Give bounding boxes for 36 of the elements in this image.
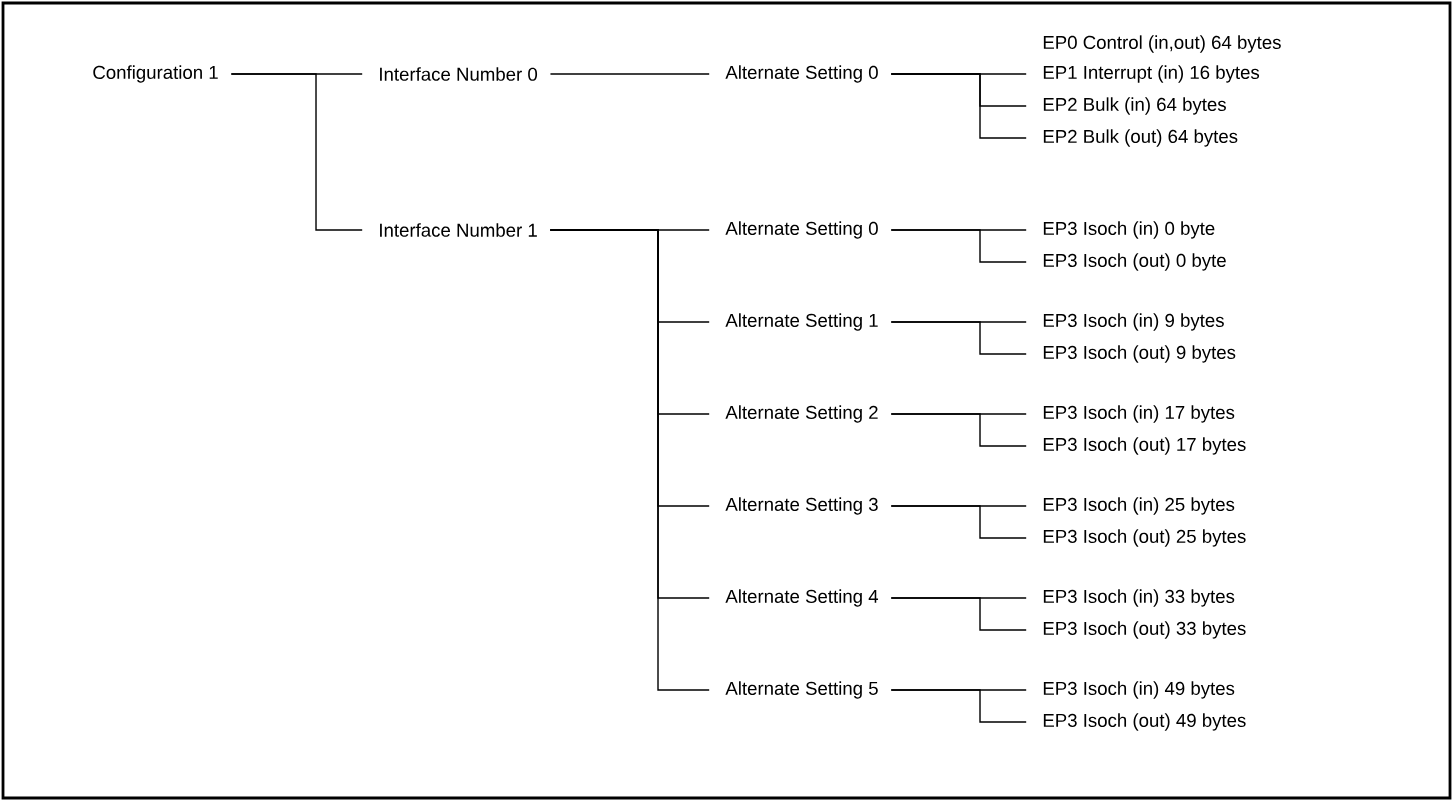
tree-label: Alternate Setting 5 [725,681,878,699]
tree-label: Interface Number 0 [380,67,538,81]
tree-label: EP3 Isoch (in) 25 bytes [1043,497,1235,515]
tree-label: EP3 Isoch (out) 49 bytes [1043,713,1246,731]
tree-label: EP3 Isoch (out) 0 byte [1043,253,1226,271]
tree-label: Alternate Setting 1 [725,313,878,331]
connector-line [890,321,1027,355]
tree-label: EP2 Bulk (in) 64 bytes [1043,97,1226,115]
tree-label: EP3 Isoch (in) 49 bytes [1043,681,1235,699]
tree-label: EP3 Isoch (out) 33 bytes [1043,621,1246,639]
tree-label: EP2 Bulk (out) 64 bytes [1043,129,1238,147]
tree-label: EP1 Interrupt (in) 16 bytes [1043,65,1260,83]
connector-line [890,229,1027,263]
connector-line [890,505,1027,539]
tree-label: Alternate Setting 3 [725,497,878,515]
connector-line [890,413,1027,447]
tree-label: EP3 Isoch (in) 0 byte [1043,221,1215,239]
tree-label: EP3 Isoch (out) 25 bytes [1043,529,1246,547]
connector-line [890,73,1027,139]
tree-label: EP0 Control (in,out) 64 bytes [1043,35,1281,53]
connector-line [549,229,710,691]
connector-line [890,597,1027,631]
tree-label: Alternate Setting 0 [725,65,878,83]
connector-line [549,73,710,75]
tree-label: Configuration 1 [93,65,218,83]
tree-label: Alternate Setting 0 [725,221,878,239]
tree-label: Interface Number 1 [380,223,537,237]
tree-label: Alternate Setting 4 [725,589,879,607]
tree-label: EP3 Isoch (in) 9 bytes [1043,313,1224,331]
tree-label: EP3 Isoch (in) 33 bytes [1043,589,1235,607]
tree-label: EP3 Isoch (out) 17 bytes [1043,437,1246,455]
tree-label: EP3 Isoch (out) 9 bytes [1043,345,1236,363]
connector-line [890,689,1027,723]
tree-label: Alternate Setting 2 [725,405,878,423]
connector-line [230,73,363,231]
tree-label: EP3 Isoch (in) 17 bytes [1043,405,1235,423]
